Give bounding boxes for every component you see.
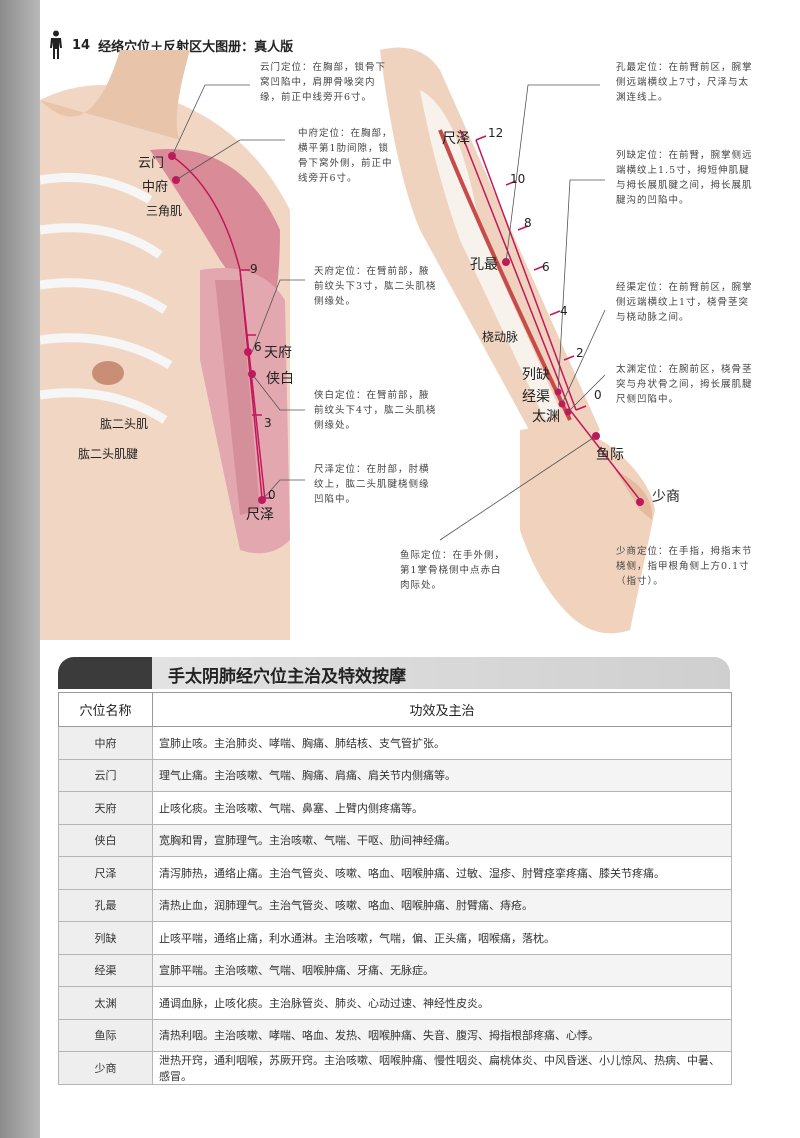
acupoint-desc: 理气止痛。主治咳嗽、气喘、胸痛、肩痛、肩关节内侧痛等。: [152, 758, 732, 792]
table-row: 天府止咳化痰。主治咳嗽、气喘、鼻塞、上臂内侧疼痛等。: [58, 791, 732, 825]
acupoint-desc: 泄热开窍，通利咽喉，苏厥开窍。主治咳嗽、咽喉肿痛、慢性咽炎、扁桃体炎、中风昏迷、…: [152, 1051, 732, 1085]
note-chize: 尺泽定位：在肘部，肘横纹上，肱二头肌腱桡侧缘凹陷中。: [314, 464, 430, 505]
anatomy-figure: 云门 中府 三角肌 天府 侠白 肱二头肌 肱二头肌腱 尺泽 尺泽 孔最 桡动脉 …: [40, 30, 800, 640]
acupoint-name: 侠白: [58, 823, 153, 857]
acupoint-desc: 宣肺止咳。主治肺炎、哮喘、胸痛、肺结核、支气管扩张。: [152, 726, 732, 760]
acupoint-desc: 宣肺平喘。主治咳嗽、气喘、咽喉肿痛、牙痛、无脉症。: [152, 953, 732, 987]
header-name: 穴位名称: [58, 692, 153, 727]
note-yunmen: 云门定位：在胸部，锁骨下窝凹陷中，肩胛骨喙突内缘，前正中线旁开6寸。: [260, 62, 387, 103]
acupoint-name: 太渊: [58, 986, 153, 1020]
acupoint-name: 云门: [58, 758, 153, 792]
acupoint-name: 列缺: [58, 921, 153, 955]
table-row: 经渠宣肺平喘。主治咳嗽、气喘、咽喉肿痛、牙痛、无脉症。: [58, 953, 732, 987]
acupoint-name: 中府: [58, 726, 153, 760]
neck-shadow: [40, 50, 190, 140]
note-kongzui: 孔最定位：在前臂前区，腕掌侧远端横纹上7寸，尺泽与太渊连线上。: [616, 62, 753, 103]
label-lieque: 列缺: [522, 367, 550, 383]
acupoint-name: 天府: [58, 791, 153, 825]
note-taiyuan: 太渊定位：在腕前区，桡骨茎突与舟状骨之间，拇长展肌腱尺侧凹陷中。: [616, 364, 753, 405]
acupoint-name: 孔最: [58, 888, 153, 922]
acupoint-name: 鱼际: [58, 1018, 153, 1052]
acupoint-desc: 清热止血，润肺理气。主治气管炎、咳嗽、咯血、咽喉肿痛、肘臂痛、痔疮。: [152, 888, 732, 922]
table-row: 太渊通调血脉，止咳化痰。主治脉管炎、肺炎、心动过速、神经性皮炎。: [58, 986, 732, 1020]
fore-scale-0: 0: [594, 388, 602, 402]
leader-lines: [171, 84, 606, 541]
hand-skin: [520, 427, 655, 634]
header-desc: 功效及主治: [152, 692, 732, 727]
ribcage: [40, 173, 173, 424]
table-row: 少商泄热开窍，通利咽喉，苏厥开窍。主治咳嗽、咽喉肿痛、慢性咽炎、扁桃体炎、中风昏…: [58, 1051, 732, 1085]
acupoint-table: 穴位名称 功效及主治 中府宣肺止咳。主治肺炎、哮喘、胸痛、肺结核、支气管扩张。 …: [58, 692, 732, 1085]
label-biceps: 肱二头肌: [100, 417, 149, 431]
note-xiabai: 侠白定位：在臂前部，腋前纹头下4寸，肱二头肌桡侧缘处。: [314, 390, 437, 431]
table-row: 列缺止咳平喘，通络止痛，利水通淋。主治咳嗽，气喘，偏、正头痛，咽喉痛，落枕。: [58, 921, 732, 955]
label-zhongfu: 中府: [142, 180, 169, 195]
upper-scale-9: 9: [250, 262, 258, 276]
radial-artery-line: [438, 129, 572, 421]
acupoint-name: 少商: [58, 1051, 153, 1085]
note-lieque: 列缺定位：在前臂，腕掌侧远端横纹上1.5寸，拇短伸肌腱与拇长展肌腱之间，拇长展肌…: [616, 150, 753, 206]
forearm-bones: [420, 90, 560, 420]
section-header: 手太阴肺经穴位主治及特效按摩: [58, 657, 730, 689]
upper-scale-3: 3: [264, 416, 272, 430]
table-row: 孔最清热止血，润肺理气。主治气管炎、咳嗽、咯血、咽喉肿痛、肘臂痛、痔疮。: [58, 888, 732, 922]
upper-scale-0: 0: [268, 488, 276, 502]
table-row: 鱼际清热利咽。主治咳嗽、哮喘、咯血、发热、咽喉肿痛、失音、腹泻、拇指根部疼痛、心…: [58, 1018, 732, 1052]
fore-scale-12: 12: [488, 126, 504, 140]
section-title: 手太阴肺经穴位主治及特效按摩: [168, 667, 406, 687]
table-header-row: 穴位名称 功效及主治: [58, 692, 732, 727]
biceps-belly: [215, 280, 260, 515]
note-yuji: 鱼际定位：在手外侧，第1掌骨桡侧中点赤白肉际处。: [400, 550, 506, 591]
nipple: [92, 361, 124, 385]
human-silhouette-icon: [50, 30, 62, 59]
acupoint-desc: 清泻肺热，通络止痛。主治气管炎、咳嗽、咯血、咽喉肿痛、过敏、湿疹、肘臂痉挛疼痛、…: [152, 856, 732, 890]
fore-scale-8: 8: [524, 216, 532, 230]
page-edge-strip: [0, 0, 40, 1138]
note-tianfu: 天府定位：在臂前部，腋前纹头下3寸，肱二头肌桡侧缘处。: [314, 266, 437, 307]
acupoint-name: 尺泽: [58, 856, 153, 890]
label-kongzui: 孔最: [470, 257, 498, 273]
label-deltoid: 三角肌: [146, 204, 183, 218]
fore-scale-6: 6: [542, 260, 550, 274]
acupoint-desc: 止咳平喘，通络止痛，利水通淋。主治咳嗽，气喘，偏、正头痛，咽喉痛，落枕。: [152, 921, 732, 955]
thumb: [615, 470, 653, 520]
label-xiabai: 侠白: [266, 371, 294, 387]
acupoint-desc: 宽胸和胃，宣肺理气。主治咳嗽、气喘、干呕、肋间神经痛。: [152, 823, 732, 857]
label-tianfu: 天府: [264, 345, 292, 361]
anatomy-illustration: [40, 47, 655, 640]
note-shaoshang: 少商定位：在手指，拇指末节桡侧，指甲根角侧上方0.1寸（指寸）。: [616, 546, 753, 587]
note-zhongfu: 中府定位：在胸部，横平第1肋间隙，锁骨下窝外侧，前正中线旁开6寸。: [298, 128, 393, 184]
label-chize-upper: 尺泽: [246, 507, 274, 523]
label-chize-forearm: 尺泽: [442, 131, 470, 147]
fore-scale-2: 2: [576, 346, 584, 360]
note-jingqu: 经渠定位：在前臂前区，腕掌侧远端横纹上1寸，桡骨茎突与桡动脉之间。: [616, 282, 753, 323]
table-row: 侠白宽胸和胃，宣肺理气。主治咳嗽、气喘、干呕、肋间神经痛。: [58, 823, 732, 857]
table-row: 尺泽清泻肺热，通络止痛。主治气管炎、咳嗽、咯血、咽喉肿痛、过敏、湿疹、肘臂痉挛疼…: [58, 856, 732, 890]
fore-scale-10: 10: [510, 172, 526, 186]
meridian-line-upper: [171, 155, 266, 501]
label-shaoshang: 少商: [652, 489, 680, 505]
acupoint-name: 经渠: [58, 953, 153, 987]
table-row: 云门理气止痛。主治咳嗽、气喘、胸痛、肩痛、肩关节内侧痛等。: [58, 758, 732, 792]
label-yuji: 鱼际: [596, 447, 624, 463]
table-row: 中府宣肺止咳。主治肺炎、哮喘、胸痛、肺结核、支气管扩张。: [58, 726, 732, 760]
acupoint-desc: 清热利咽。主治咳嗽、哮喘、咯血、发热、咽喉肿痛、失音、腹泻、拇指根部疼痛、心悸。: [152, 1018, 732, 1052]
page-number: 14: [72, 37, 91, 53]
label-biceps-tendon: 肱二头肌腱: [78, 447, 139, 461]
upper-scale-6: 6: [254, 340, 262, 354]
label-yunmen: 云门: [138, 156, 165, 171]
label-taiyuan: 太渊: [532, 409, 560, 425]
upper-scale: [239, 269, 272, 499]
label-jingqu: 经渠: [522, 389, 550, 405]
acupoint-desc: 通调血脉，止咳化痰。主治脉管炎、肺炎、心动过速、神经性皮炎。: [152, 986, 732, 1020]
fore-scale-4: 4: [560, 304, 568, 318]
label-radial-artery: 桡动脉: [482, 330, 519, 344]
acupoint-desc: 止咳化痰。主治咳嗽、气喘、鼻塞、上臂内侧疼痛等。: [152, 791, 732, 825]
